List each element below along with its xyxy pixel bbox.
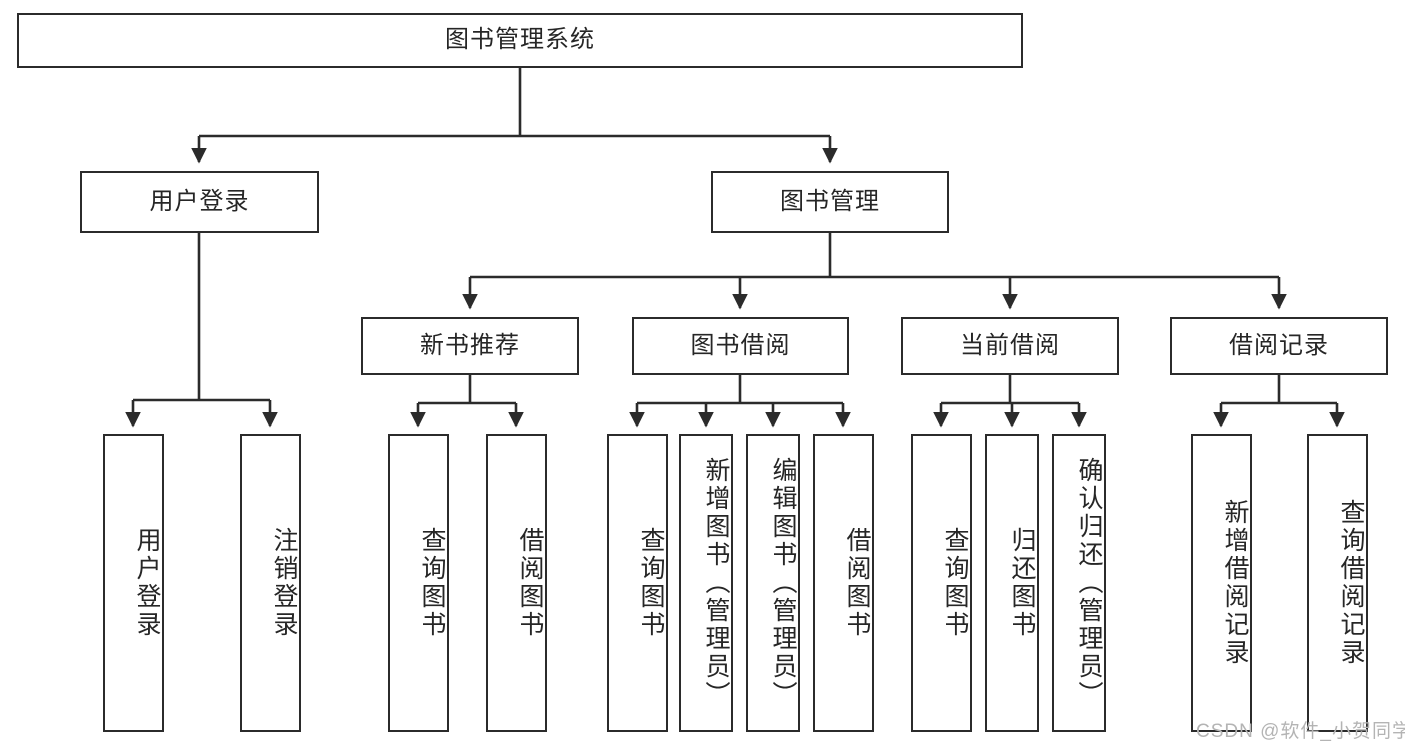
node-new-book-recommend-label: 新书推荐 xyxy=(420,331,520,359)
node-leaf-return-book-label: 归还图书 xyxy=(1008,527,1036,639)
node-leaf-query-borrow-record-label: 查询借阅记录 xyxy=(1337,499,1365,667)
node-book-borrow[interactable]: 图书借阅 xyxy=(632,317,849,375)
node-root[interactable]: 图书管理系统 xyxy=(17,13,1023,68)
node-leaf-logout-login[interactable]: 注销登录 xyxy=(240,434,301,732)
node-leaf-query-book-2[interactable]: 查询图书 xyxy=(607,434,668,732)
node-leaf-query-borrow-record[interactable]: 查询借阅记录 xyxy=(1307,434,1368,732)
node-book-borrow-label: 图书借阅 xyxy=(690,331,791,359)
node-current-borrow-label: 当前借阅 xyxy=(960,331,1060,359)
node-leaf-edit-book-label: 编辑图书（管理员） xyxy=(769,457,797,709)
node-leaf-confirm-return[interactable]: 确认归还（管理员） xyxy=(1052,434,1106,732)
node-borrow-record[interactable]: 借阅记录 xyxy=(1170,317,1388,375)
node-leaf-borrow-book-1-label: 借阅图书 xyxy=(516,527,544,639)
node-leaf-confirm-return-label: 确认归还（管理员） xyxy=(1075,457,1103,709)
node-leaf-return-book[interactable]: 归还图书 xyxy=(985,434,1039,732)
node-leaf-borrow-book-1[interactable]: 借阅图书 xyxy=(486,434,547,732)
node-leaf-logout-login-label: 注销登录 xyxy=(270,527,298,639)
node-user-login[interactable]: 用户登录 xyxy=(80,171,319,233)
node-leaf-add-book[interactable]: 新增图书（管理员） xyxy=(679,434,733,732)
node-leaf-query-book-3[interactable]: 查询图书 xyxy=(911,434,972,732)
node-leaf-add-borrow-record[interactable]: 新增借阅记录 xyxy=(1191,434,1252,732)
node-current-borrow[interactable]: 当前借阅 xyxy=(901,317,1119,375)
node-leaf-user-login-label: 用户登录 xyxy=(133,527,161,639)
node-leaf-add-borrow-record-label: 新增借阅记录 xyxy=(1221,499,1249,667)
node-leaf-user-login[interactable]: 用户登录 xyxy=(103,434,164,732)
node-leaf-query-book-1-label: 查询图书 xyxy=(418,527,446,639)
node-leaf-query-book-2-label: 查询图书 xyxy=(637,527,665,639)
node-user-login-label: 用户登录 xyxy=(149,187,250,215)
node-root-label: 图书管理系统 xyxy=(445,26,595,54)
node-book-management-label: 图书管理 xyxy=(780,187,880,215)
csdn-watermark: CSDN @软件_小贺同学 xyxy=(1196,721,1405,742)
node-book-management[interactable]: 图书管理 xyxy=(711,171,949,233)
node-leaf-query-book-1[interactable]: 查询图书 xyxy=(388,434,449,732)
node-leaf-borrow-book-2-label: 借阅图书 xyxy=(843,527,871,639)
node-leaf-add-book-label: 新增图书（管理员） xyxy=(702,457,730,709)
node-borrow-record-label: 借阅记录 xyxy=(1229,331,1329,359)
node-leaf-query-book-3-label: 查询图书 xyxy=(941,527,969,639)
node-leaf-borrow-book-2[interactable]: 借阅图书 xyxy=(813,434,874,732)
node-leaf-edit-book[interactable]: 编辑图书（管理员） xyxy=(746,434,800,732)
node-new-book-recommend[interactable]: 新书推荐 xyxy=(361,317,579,375)
